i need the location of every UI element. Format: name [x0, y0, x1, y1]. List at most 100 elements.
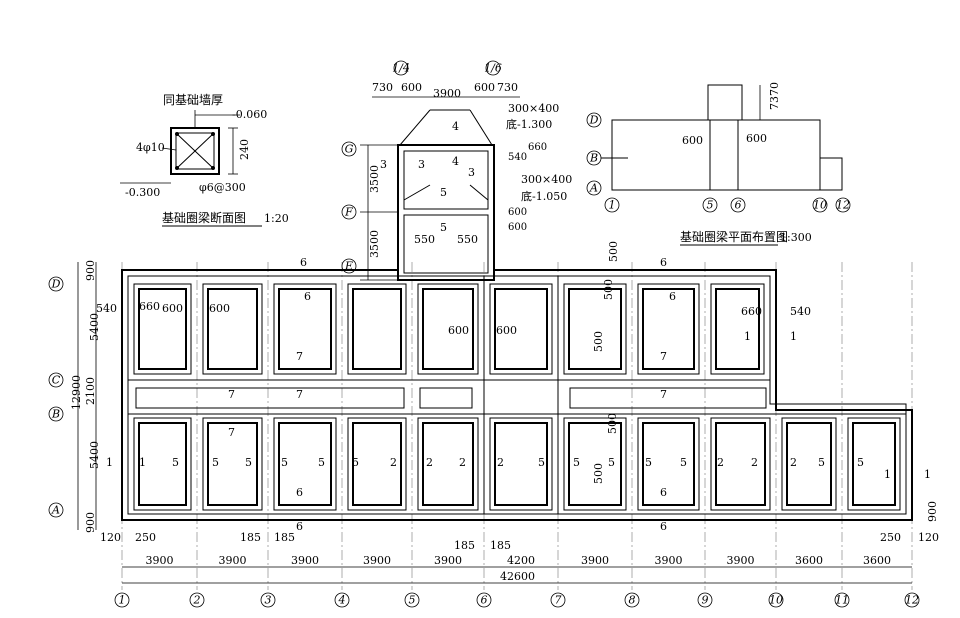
mini-col-12-bubble: 12: [835, 197, 851, 213]
section-mark: 1: [744, 330, 751, 343]
section-mark: 5: [352, 456, 359, 469]
svg-text:C: C: [52, 374, 61, 387]
rooms-top: [133, 283, 765, 375]
room-inner: [568, 288, 622, 370]
svg-text:12: 12: [836, 199, 850, 212]
section-mark: 5: [538, 456, 545, 469]
section-mark: 6: [296, 520, 303, 533]
col-8-bubble: 8: [624, 592, 640, 608]
mini-dim-7370: 7370: [768, 82, 781, 110]
dim-540-right: 540: [790, 305, 811, 318]
left-dim-900-top: 900: [84, 260, 97, 281]
room-inner: [642, 422, 695, 506]
top-dim-600-a: 600: [401, 81, 422, 94]
room-outline: [637, 283, 700, 375]
svg-text:6: 6: [481, 594, 488, 607]
note-beam1: 300×400: [508, 102, 559, 115]
room-outline: [347, 283, 407, 375]
section-mark: 7: [296, 350, 303, 363]
col-9-bubble: 9: [697, 592, 713, 608]
edge-dim-250-left: 250: [135, 531, 156, 544]
svg-text:5: 5: [707, 199, 714, 212]
section-mark: 1: [106, 456, 113, 469]
edge-dim-185-a: 185: [240, 531, 261, 544]
col-10-bubble: 10: [768, 592, 784, 608]
room-outline: [710, 283, 765, 375]
mini-col-10-bubble: 10: [812, 197, 828, 213]
mini-plan: 7370 600 600 D B A 1 5 6 10 12 基础圈梁平面布置图…: [586, 82, 851, 246]
svg-text:A: A: [589, 182, 598, 195]
mini-col-5-bubble: 5: [702, 197, 718, 213]
section-mark: 2: [790, 456, 797, 469]
mini-row-B-bubble: B: [586, 150, 602, 166]
svg-text:B: B: [51, 408, 60, 421]
svg-text:F: F: [344, 206, 353, 219]
room-outline: [417, 283, 479, 375]
section-mark: 6: [660, 486, 667, 499]
rebar-main-label: 4φ10: [136, 141, 165, 154]
dim-500-c: 500: [592, 331, 605, 352]
bay-dim-label: 3900: [434, 554, 462, 567]
mini-dim-600-a: 600: [682, 134, 703, 147]
section-mark: 6: [660, 520, 667, 533]
room-outline: [417, 417, 479, 511]
section-mark: 5: [645, 456, 652, 469]
dim-500-a: 500: [607, 241, 620, 262]
bay-dim-label: 3900: [363, 554, 391, 567]
left-dim-900-bottom: 900: [84, 512, 97, 533]
room-inner: [207, 288, 258, 370]
room-outline: [202, 417, 263, 511]
section-mark: 3: [468, 166, 475, 179]
dim-500-b: 500: [602, 279, 615, 300]
room-inner: [422, 288, 474, 370]
edge-dim-185-b: 185: [274, 531, 295, 544]
room-outline: [273, 283, 337, 375]
edge-dim-900-right: 900: [926, 501, 939, 522]
dim-540-left: 540: [96, 302, 117, 315]
svg-text:10: 10: [769, 594, 783, 607]
section-mark: 2: [459, 456, 466, 469]
dim-500-d: 500: [606, 413, 619, 434]
svg-text:9: 9: [702, 594, 709, 607]
col-4-bubble: 4: [334, 592, 350, 608]
section-mark: 6: [669, 290, 676, 303]
edge-dim-120-right: 120: [918, 531, 939, 544]
svg-text:12: 12: [905, 594, 919, 607]
room-outline: [133, 417, 192, 511]
room-outline: [847, 417, 901, 511]
svg-text:D: D: [51, 278, 61, 291]
bay-dim-label: 3900: [219, 554, 247, 567]
room-inner: [786, 422, 832, 506]
section-mark: 1: [790, 330, 797, 343]
section-mark: 5: [608, 456, 615, 469]
svg-text:1/4: 1/4: [392, 62, 410, 75]
axis-1-4-bubble: 1/4: [392, 60, 410, 76]
mini-col-1-bubble: 1: [604, 197, 620, 213]
height-label: 240: [238, 139, 251, 160]
col-5-bubble: 5: [404, 592, 420, 608]
dim-600-b: 600: [209, 302, 230, 315]
note-beam2-bottom: 底-1.050: [521, 189, 567, 203]
dim-660-left: 660: [139, 300, 160, 313]
stair-block: 3500 3500 730 600 3900 600 730 1/4 1/6 3…: [341, 60, 572, 281]
room-outline: [202, 283, 263, 375]
dim-600-a: 600: [162, 302, 183, 315]
svg-text:10: 10: [813, 199, 827, 212]
section-detail: 同基础墙厚 -0.060 4φ10 240 -0.300 φ6@300 基础圈梁…: [120, 93, 289, 227]
section-mark: 6: [660, 256, 667, 269]
room-outline: [637, 417, 700, 511]
row-A-bubble: A: [48, 502, 64, 518]
row-F-bubble: F: [341, 204, 357, 220]
room-inner: [715, 422, 766, 506]
room-outline: [710, 417, 771, 511]
svg-text:8: 8: [629, 594, 636, 607]
row-D-bubble: D: [48, 276, 64, 292]
section-mark: 5: [318, 456, 325, 469]
room-inner: [278, 422, 332, 506]
section-mark: 3: [418, 158, 425, 171]
svg-text:3: 3: [265, 594, 272, 607]
